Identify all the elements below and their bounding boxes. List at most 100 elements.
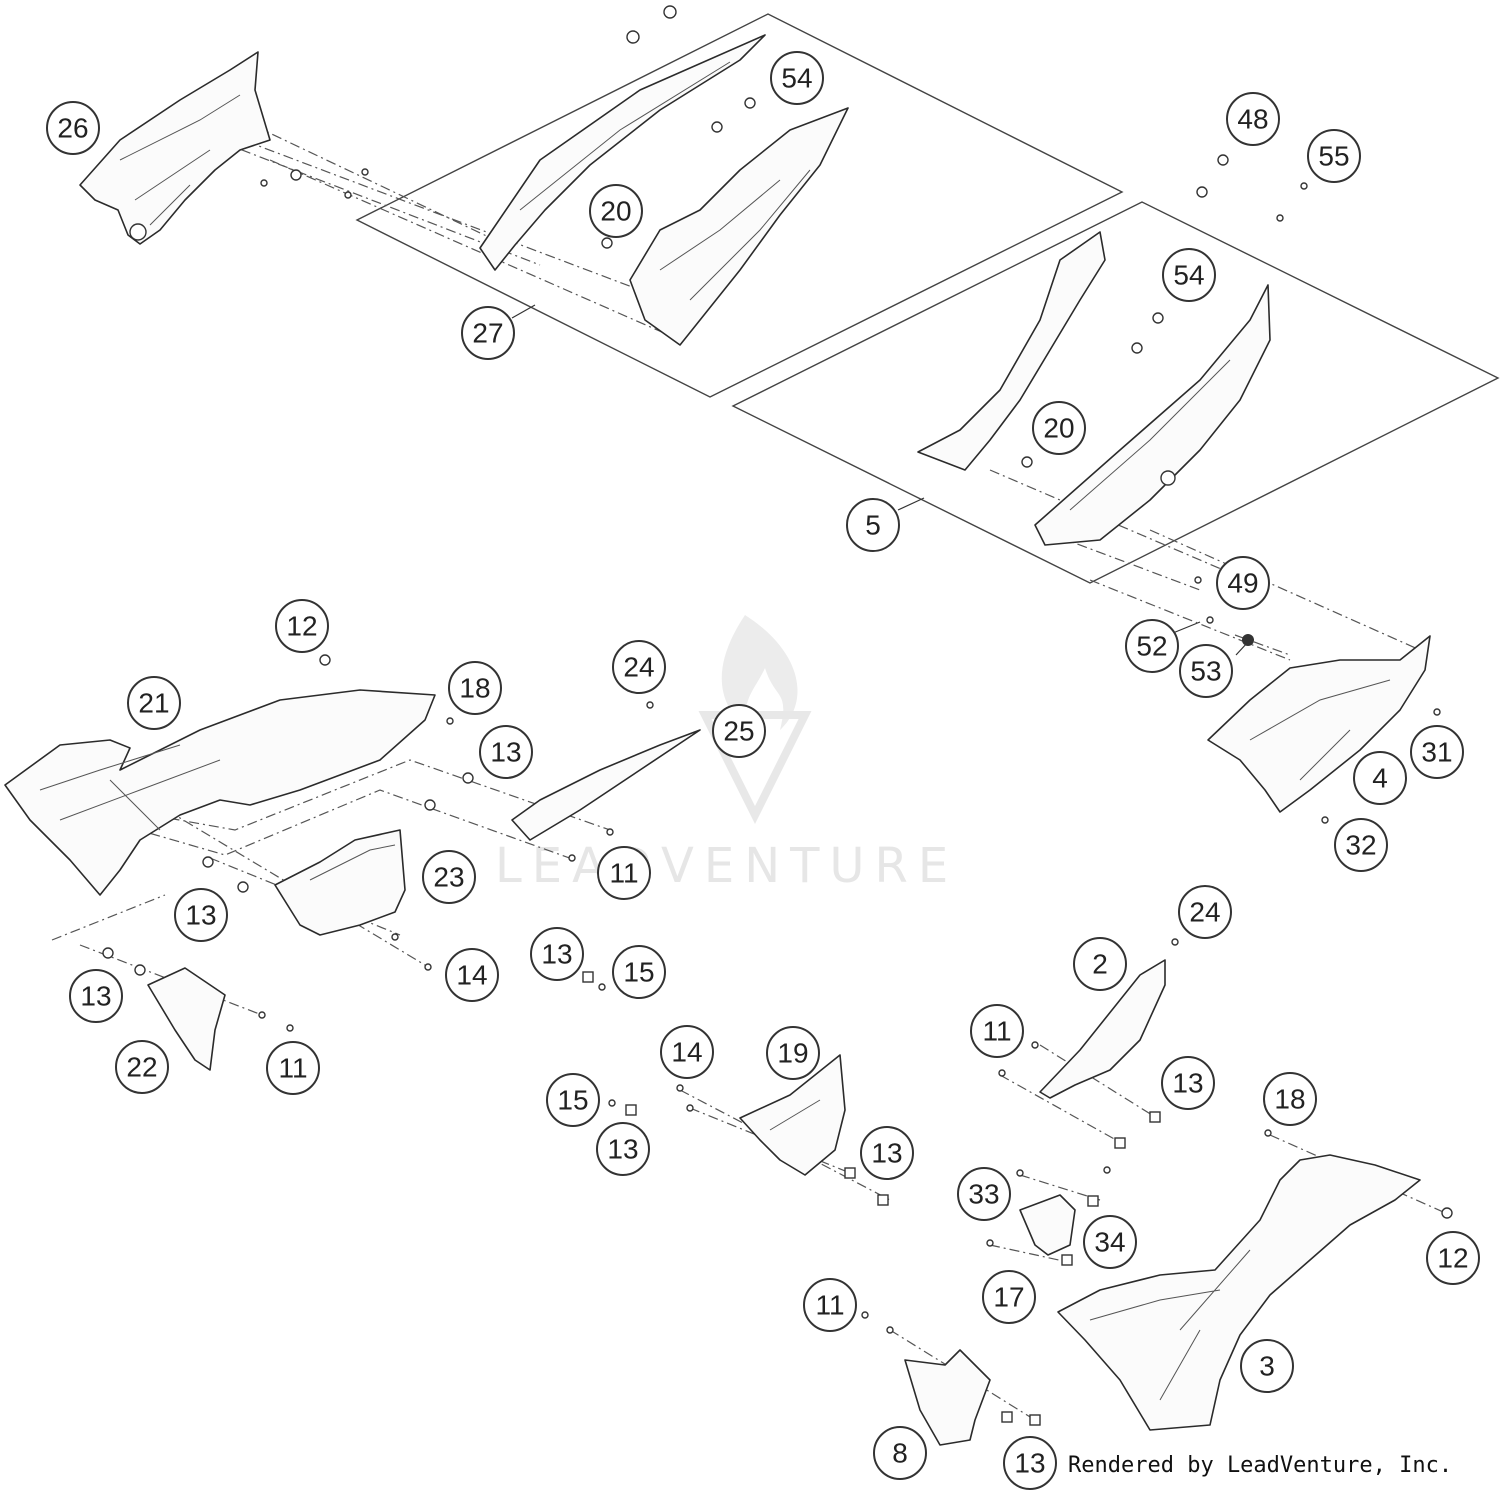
callout-17: 17 [982, 1270, 1036, 1324]
callout-12-b: 12 [1426, 1231, 1480, 1285]
callout-13-b: 13 [174, 888, 228, 942]
callout-49: 49 [1216, 556, 1270, 610]
callout-label: 11 [278, 1053, 307, 1084]
callout-34: 34 [1083, 1215, 1137, 1269]
callout-label: 23 [433, 862, 464, 893]
part-25-trim-strip [511, 729, 701, 841]
callout-label: 11 [815, 1290, 844, 1321]
callout-13-d: 13 [69, 969, 123, 1023]
part-4-lower-fairing [1207, 635, 1431, 813]
callout-label: 33 [968, 1179, 999, 1210]
callout-label: 21 [138, 688, 169, 719]
callout-3: 3 [1240, 1339, 1294, 1393]
callout-label: 18 [459, 673, 490, 704]
callout-label: 4 [1372, 763, 1388, 794]
callout-label: 13 [490, 737, 521, 768]
callout-32: 32 [1334, 818, 1388, 872]
callout-25: 25 [712, 704, 766, 758]
callout-31: 31 [1410, 725, 1464, 779]
callout-label: 11 [982, 1016, 1011, 1047]
callout-label: 13 [80, 981, 111, 1012]
part-2-bracket [1039, 959, 1166, 1099]
callout-11-c: 11 [970, 1004, 1024, 1058]
callout-55: 55 [1307, 129, 1361, 183]
callout-label: 27 [472, 318, 503, 349]
kit-frame-5 [731, 201, 1500, 584]
part-8-cover [904, 1349, 991, 1446]
callout-label: 52 [1136, 631, 1167, 662]
callout-label: 54 [1173, 260, 1204, 291]
callout-23: 23 [422, 850, 476, 904]
callout-54-b: 54 [1162, 248, 1216, 302]
callout-label: 48 [1237, 104, 1268, 135]
callout-label: 8 [892, 1438, 908, 1469]
callout-24: 24 [612, 640, 666, 694]
part-27-inner-cover [629, 107, 849, 346]
callout-label: 34 [1094, 1227, 1125, 1258]
callout-13-f: 13 [596, 1122, 650, 1176]
callout-label: 53 [1190, 656, 1221, 687]
callout-label: 13 [871, 1138, 902, 1169]
callout-label: 13 [541, 939, 572, 970]
callout-label: 54 [781, 63, 812, 94]
callout-13-g: 13 [860, 1126, 914, 1180]
callout-20: 20 [589, 184, 643, 238]
callout-label: 12 [286, 611, 317, 642]
callout-48: 48 [1226, 92, 1280, 146]
callout-54: 54 [770, 51, 824, 105]
callout-label: 13 [1014, 1448, 1045, 1479]
callout-15-b: 15 [546, 1073, 600, 1127]
callout-14-b: 14 [660, 1025, 714, 1079]
callout-52: 52 [1125, 619, 1179, 673]
callout-19: 19 [766, 1026, 820, 1080]
callout-label: 13 [607, 1134, 638, 1165]
kit-frame-27 [355, 13, 1124, 398]
callout-label: 24 [1189, 897, 1220, 928]
callout-label: 18 [1274, 1084, 1305, 1115]
callout-11-d: 11 [803, 1278, 857, 1332]
watermark-flame-icon [721, 615, 798, 730]
callouts: 26 54 20 27 48 55 54 20 5 49 52 53 31 4 … [46, 51, 1480, 1490]
callout-label: 3 [1259, 1351, 1275, 1382]
leadventure-watermark: LEADVENTURE [495, 615, 948, 894]
callout-label: 55 [1318, 141, 1349, 172]
callout-5: 5 [846, 498, 900, 552]
callout-20-b: 20 [1032, 401, 1086, 455]
part-26-bracket [79, 51, 271, 245]
callout-13-h: 13 [1003, 1436, 1057, 1490]
callout-label: 25 [723, 716, 754, 747]
callout-14: 14 [445, 948, 499, 1002]
part-21-main-fairing [4, 689, 436, 896]
callout-11-b: 11 [266, 1041, 320, 1095]
callout-label: 31 [1421, 737, 1452, 768]
callout-13: 13 [479, 725, 533, 779]
callout-label: 14 [456, 960, 487, 991]
callout-2: 2 [1073, 937, 1127, 991]
callout-13-e: 13 [1161, 1056, 1215, 1110]
part-3-belly-pan [1057, 1154, 1421, 1431]
callout-53: 53 [1179, 644, 1233, 698]
callout-label: 19 [777, 1038, 808, 1069]
callout-24-b: 24 [1178, 885, 1232, 939]
callout-label: 49 [1227, 568, 1258, 599]
credit-text: Rendered by LeadVenture, Inc. [1068, 1453, 1452, 1478]
callout-label: 13 [1172, 1068, 1203, 1099]
callout-33: 33 [957, 1167, 1011, 1221]
part-33-clip [1019, 1194, 1076, 1256]
callout-11: 11 [597, 846, 651, 900]
callout-label: 2 [1092, 949, 1108, 980]
callout-8: 8 [873, 1426, 927, 1480]
callout-label: 20 [600, 196, 631, 227]
callout-13-c: 13 [530, 927, 584, 981]
callout-22: 22 [115, 1040, 169, 1094]
part-23-panel [274, 829, 406, 936]
callout-4: 4 [1353, 751, 1407, 805]
part-5-side-cover-lower [917, 231, 1271, 546]
callout-label: 32 [1345, 830, 1376, 861]
callout-18-b: 18 [1263, 1072, 1317, 1126]
callout-12: 12 [275, 599, 329, 653]
part-22-bracket [147, 967, 226, 1071]
callout-label: 14 [671, 1037, 702, 1068]
callout-label: 5 [865, 510, 881, 541]
